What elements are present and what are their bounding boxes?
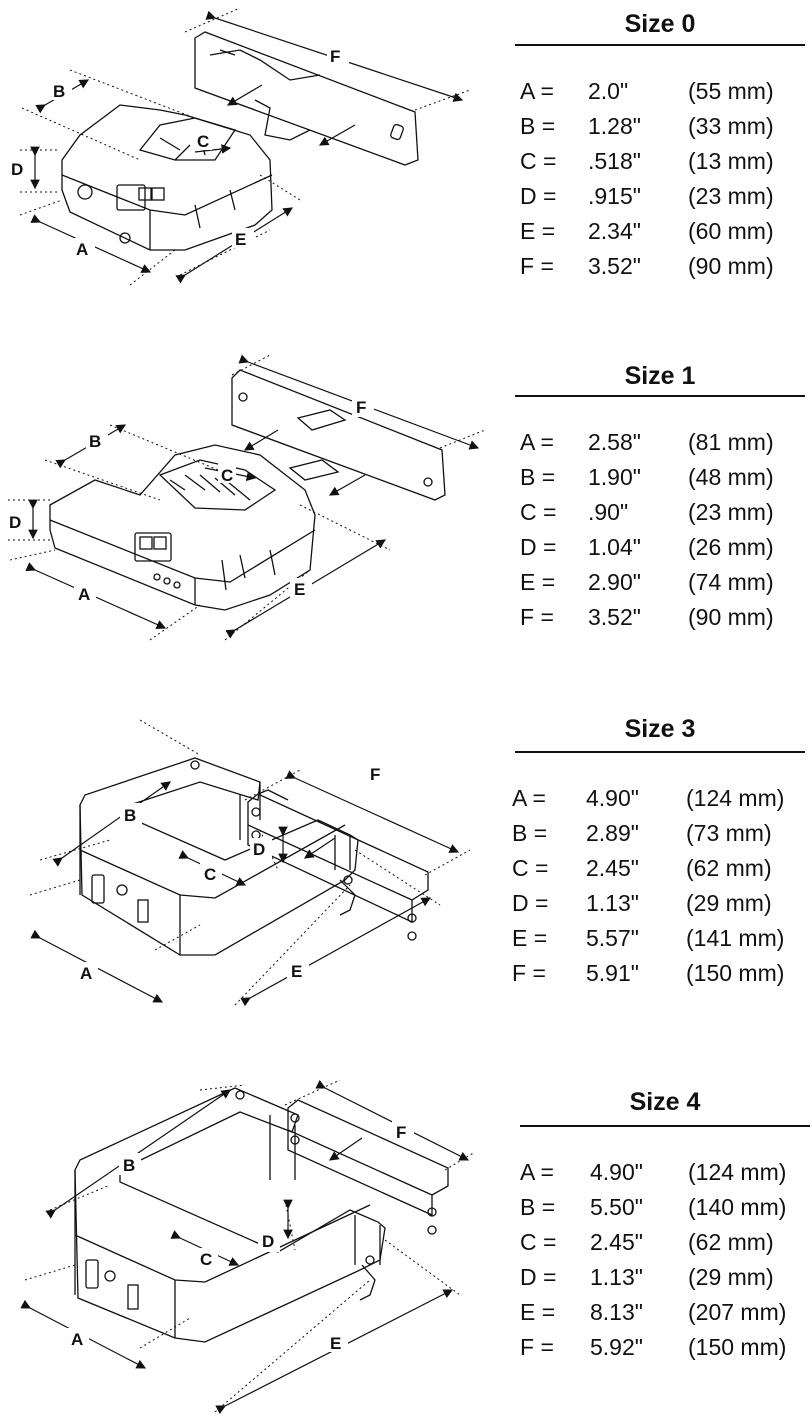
size-1-label-c: C bbox=[221, 466, 233, 485]
size-3-rule bbox=[515, 751, 805, 753]
size-4-drawing: F B C D A E bbox=[20, 1080, 476, 1415]
size-3-title: Size 3 bbox=[624, 715, 696, 743]
size-0-label-b: B bbox=[53, 82, 65, 101]
size-0-label-c: C bbox=[197, 132, 209, 151]
size-4-bracket bbox=[287, 1099, 449, 1196]
size-1-rule bbox=[515, 395, 805, 397]
size-0-bracket bbox=[194, 31, 419, 166]
size-1-title: Size 1 bbox=[624, 362, 696, 390]
size-3-section: F B C D A E Size 3 A =4.90"(124 mm) B =2… bbox=[0, 700, 811, 1080]
size-0-drawing: F B C D A E bbox=[8, 7, 471, 286]
size-3-label-b: B bbox=[124, 806, 136, 825]
size-3-label-f: F bbox=[370, 765, 380, 784]
size-0-rule bbox=[515, 44, 805, 46]
size-4-section: F B C D A E Size 4 A =4.90"(124 mm) B =5… bbox=[0, 1080, 811, 1418]
size-1-section: F B C D A E Size 1 A =2.58"(81 mm) B =1.… bbox=[0, 350, 811, 650]
size-3-label-c: C bbox=[204, 865, 216, 884]
size-3-label-a: A bbox=[80, 964, 92, 983]
size-4-label-b: B bbox=[123, 1156, 135, 1175]
size-1-label-e: E bbox=[294, 580, 305, 599]
size-1-label-f: F bbox=[356, 398, 366, 417]
size-1-label-d: D bbox=[9, 513, 21, 532]
size-4-rule bbox=[520, 1125, 810, 1127]
size-4-label-e: E bbox=[330, 1334, 341, 1353]
size-0-label-e: E bbox=[235, 230, 246, 249]
size-0-label-d: D bbox=[11, 160, 23, 179]
size-1-label-a: A bbox=[78, 585, 90, 604]
size-0-label-a: A bbox=[76, 240, 88, 259]
size-3-label-e: E bbox=[291, 962, 302, 981]
size-1-drawing: F B C D A E bbox=[6, 354, 486, 641]
size-0-section: F B C D A E Size 0 A =2.0"(55 mm) B =1.2… bbox=[0, 0, 811, 300]
size-4-label-c: C bbox=[200, 1250, 212, 1269]
size-3-label-d: D bbox=[253, 840, 265, 859]
size-4-label-d: D bbox=[262, 1232, 274, 1251]
size-4-label-f: F bbox=[396, 1123, 406, 1142]
size-1-bracket bbox=[231, 369, 446, 501]
size-4-core bbox=[74, 1087, 386, 1343]
size-0-label-f: F bbox=[330, 47, 340, 66]
size-0-title: Size 0 bbox=[624, 10, 696, 38]
size-4-label-a: A bbox=[71, 1330, 83, 1349]
size-4-title: Size 4 bbox=[629, 1088, 701, 1116]
size-1-label-b: B bbox=[89, 432, 101, 451]
size-3-drawing: F B C D A E bbox=[29, 719, 471, 1007]
